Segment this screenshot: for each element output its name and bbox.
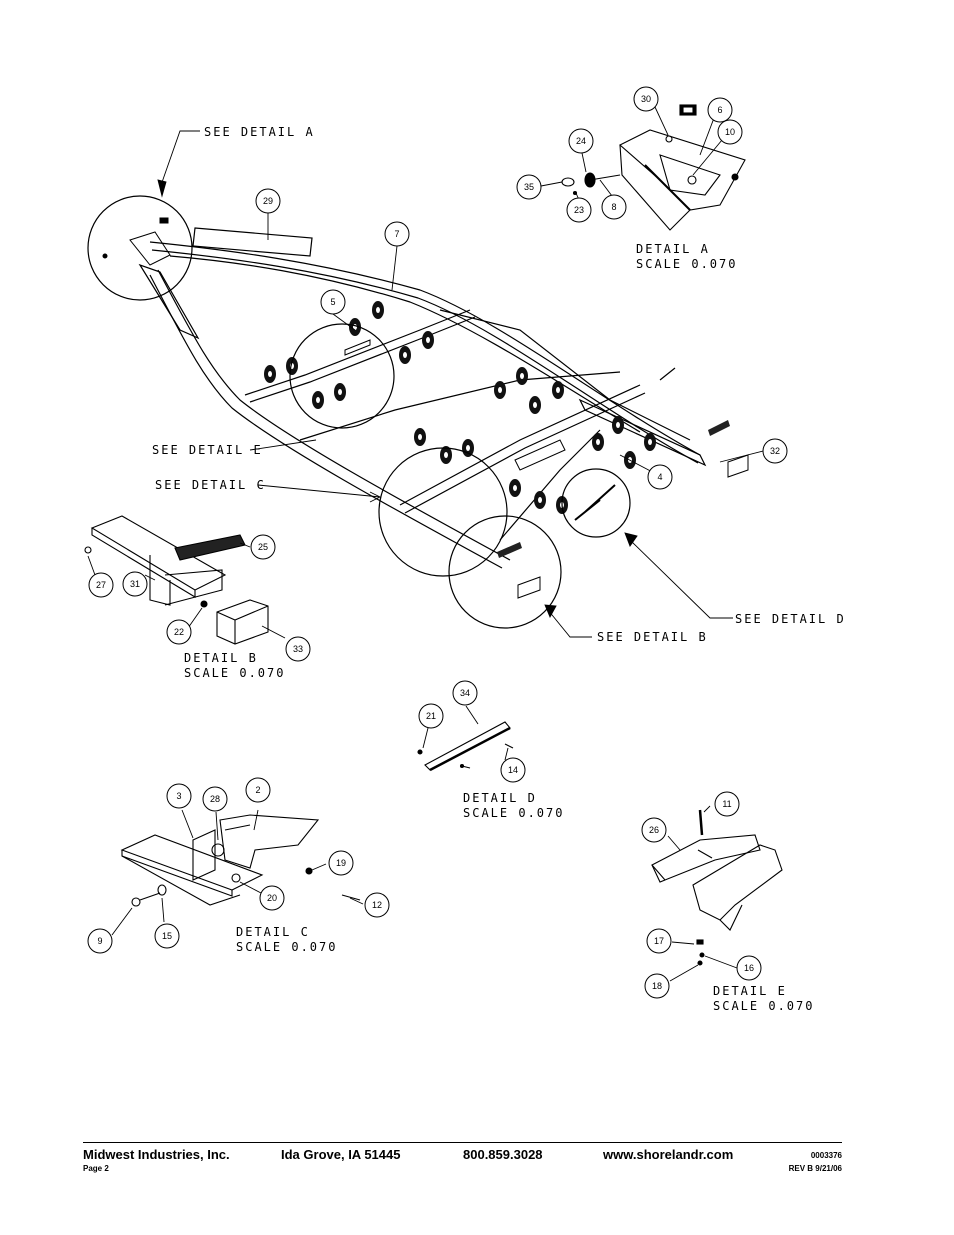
balloon-33: 33 (293, 644, 303, 654)
leader-lines (157, 130, 764, 638)
document-number: 0003376 (810, 1151, 842, 1160)
balloon-8: 8 (611, 202, 616, 212)
balloon-14: 14 (508, 765, 518, 775)
detail-e-scale: SCALE 0.070 (713, 999, 814, 1013)
detail-b-scale: SCALE 0.070 (184, 666, 285, 680)
company-phone: 800.859.3028 (463, 1147, 543, 1162)
balloon-5: 5 (330, 297, 335, 307)
balloon-35: 35 (524, 182, 534, 192)
detail-circles (87, 195, 631, 629)
see-detail-a-callout: SEE DETAIL A (204, 125, 315, 139)
balloon-16: 16 (744, 963, 754, 973)
company-website[interactable]: www.shorelandr.com (603, 1147, 734, 1162)
detail-c-scale: SCALE 0.070 (236, 940, 337, 954)
balloon-3: 3 (176, 791, 181, 801)
bunk-pads (497, 420, 730, 558)
balloon-7: 7 (394, 229, 399, 239)
balloon-23: 23 (574, 205, 584, 215)
balloon-26: 26 (649, 825, 659, 835)
balloon-20: 20 (267, 893, 277, 903)
see-detail-c-callout: SEE DETAIL C (155, 478, 266, 492)
see-detail-e-callout: SEE DETAIL E (152, 443, 263, 457)
balloon-31: 31 (130, 579, 140, 589)
detail-a-drawing (561, 104, 746, 231)
company-city: Ida Grove, IA 51445 (281, 1147, 401, 1162)
balloon-29: 29 (263, 196, 273, 206)
detail-c-drawing (120, 814, 361, 907)
page-number: Page 2 (83, 1164, 109, 1173)
detail-e-drawing (651, 809, 783, 966)
balloon-34: 34 (460, 688, 470, 698)
balloon-19: 19 (336, 858, 346, 868)
balloon-17: 17 (654, 936, 664, 946)
detail-d-title: DETAIL D (463, 791, 537, 805)
balloon-27: 27 (96, 580, 106, 590)
trailer-frame (138, 227, 707, 569)
balloon-32: 32 (770, 446, 780, 456)
balloon-4: 4 (657, 472, 662, 482)
detail-e-title: DETAIL E (713, 984, 787, 998)
balloon-28: 28 (210, 794, 220, 804)
balloon-21: 21 (426, 711, 436, 721)
see-detail-d-callout: SEE DETAIL D (735, 612, 846, 626)
labels: SEE DETAIL A SEE DETAIL E SEE DETAIL C S… (152, 125, 846, 1013)
detail-d-drawing (417, 721, 514, 772)
balloon-22: 22 (174, 627, 184, 637)
detail-d-scale: SCALE 0.070 (463, 806, 564, 820)
footer-rule (83, 1142, 842, 1143)
balloon-9: 9 (97, 936, 102, 946)
detail-c-title: DETAIL C (236, 925, 310, 939)
balloon-24: 24 (576, 136, 586, 146)
see-detail-b-callout: SEE DETAIL B (597, 630, 708, 644)
company-name: Midwest Industries, Inc. (83, 1147, 230, 1162)
detail-a-scale: SCALE 0.070 (636, 257, 737, 271)
balloon-18: 18 (652, 981, 662, 991)
balloon-15: 15 (162, 931, 172, 941)
balloon-11: 11 (722, 799, 731, 809)
detail-b-title: DETAIL B (184, 651, 258, 665)
balloon-6: 6 (717, 105, 722, 115)
balloon-2: 2 (255, 785, 260, 795)
balloon-25: 25 (258, 542, 268, 552)
detail-a-title: DETAIL A (636, 242, 710, 256)
balloon-30: 30 (641, 94, 651, 104)
balloon-numbers: 30 6 10 24 35 23 8 29 7 5 32 4 25 27 31 … (87, 86, 788, 999)
balloon-12: 12 (372, 900, 382, 910)
balloon-10: 10 (725, 127, 735, 137)
revision-label: REV B 9/21/06 (788, 1164, 842, 1173)
